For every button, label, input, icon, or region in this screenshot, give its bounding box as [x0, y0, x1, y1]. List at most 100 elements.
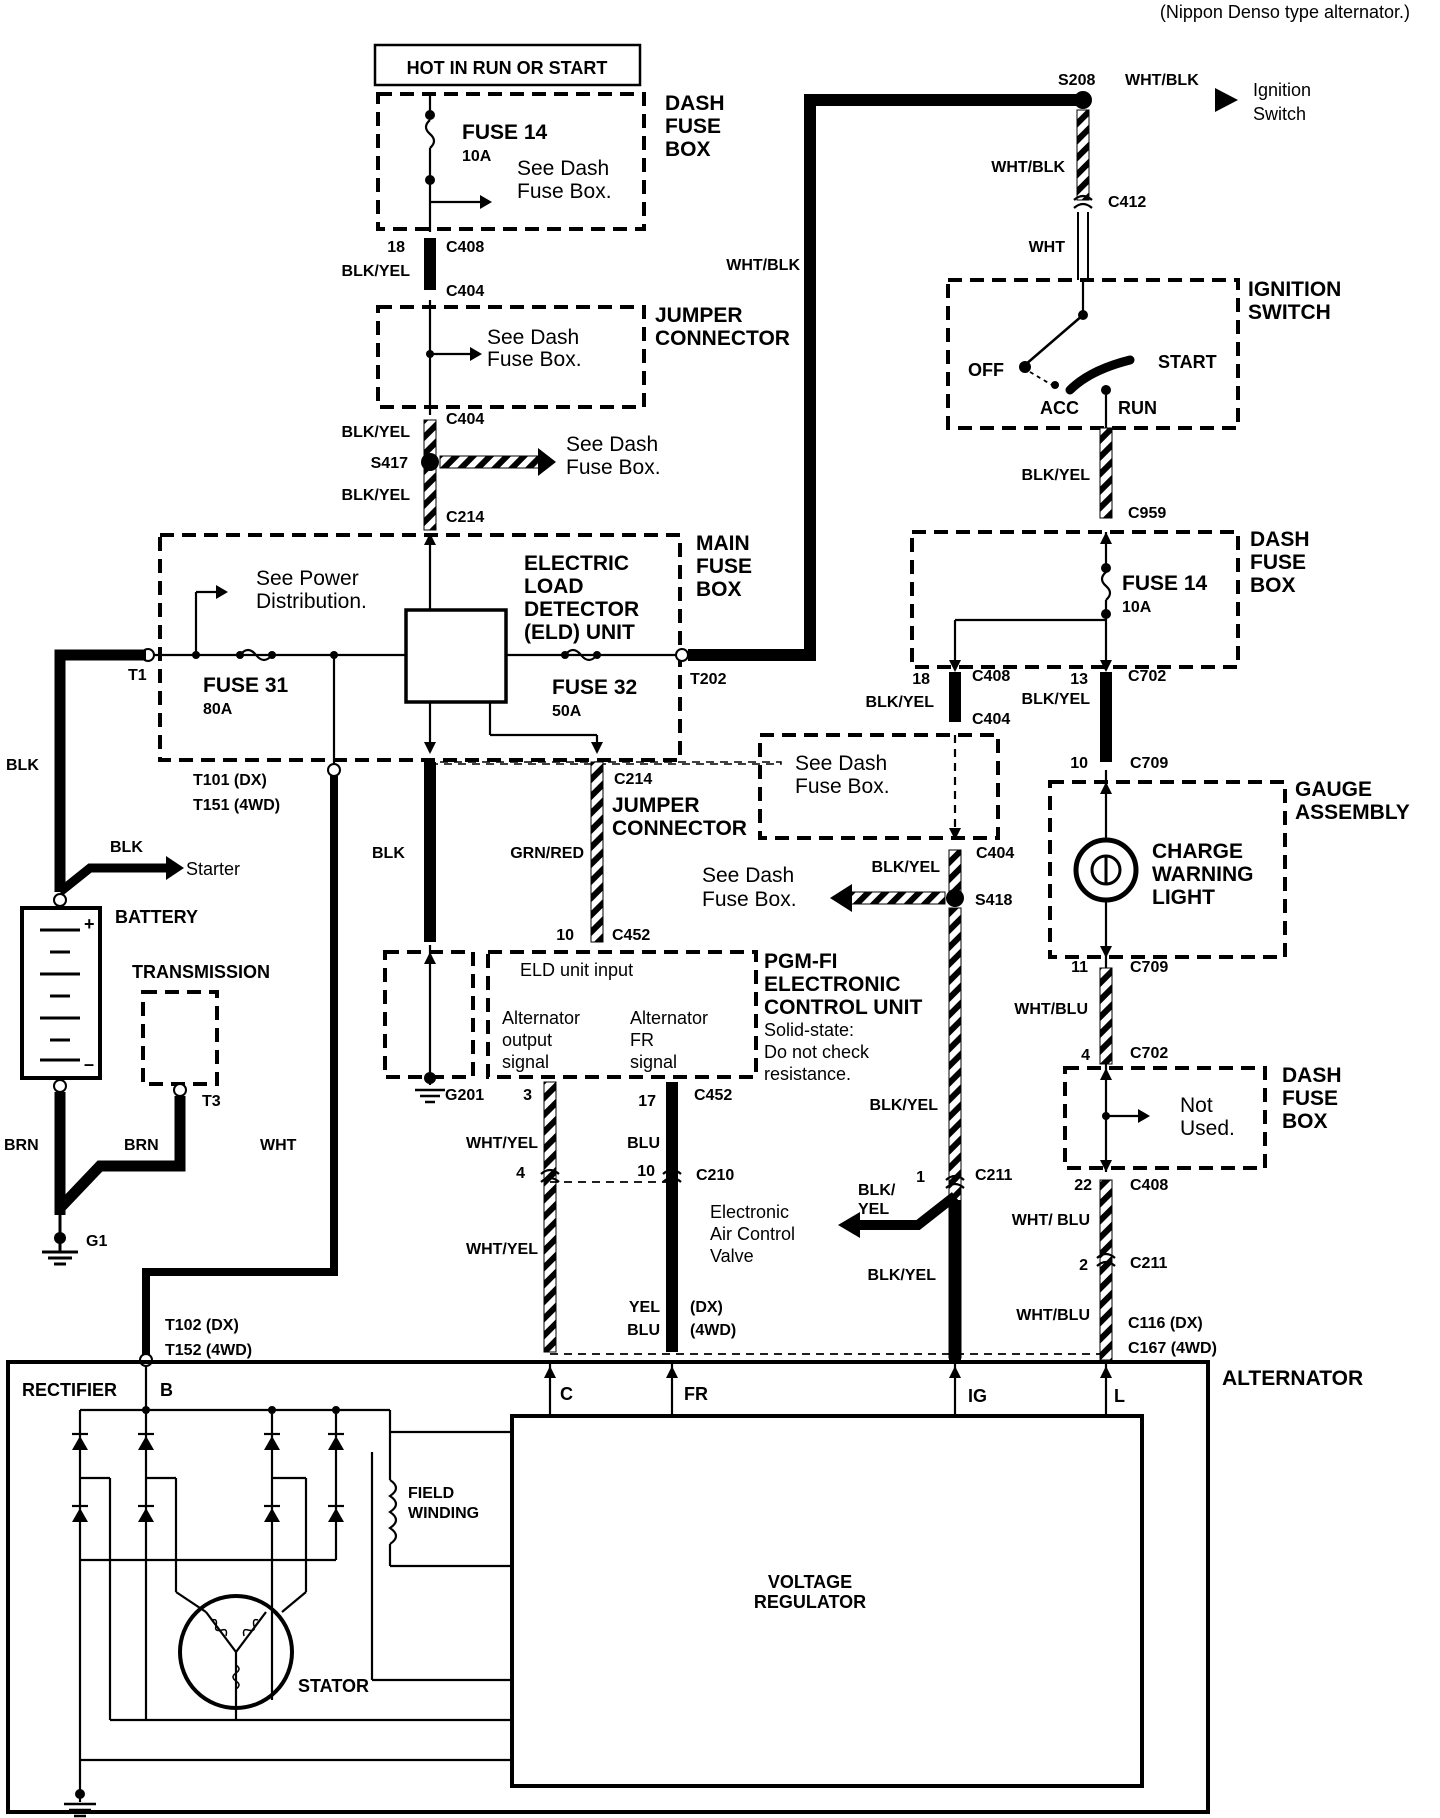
c211b-connector [945, 1174, 965, 1189]
jumper-connector-2-title-2: CONNECTOR [612, 817, 747, 840]
ecu-note-3: resistance. [764, 1064, 851, 1084]
blk-yel-3: BLK/YEL [342, 487, 411, 504]
blk-label-1: BLK [6, 757, 39, 774]
jumper-connector-1-title-1: JUMPER [655, 304, 743, 327]
ignition-switch-title-1: IGNITION [1248, 278, 1341, 301]
dash-fuse-box-1-title-3: BOX [665, 138, 711, 161]
blk-yel-5: BLK/YEL [866, 694, 935, 711]
blu-label-1: BLU [627, 1135, 660, 1152]
ign-acc-label: ACC [1040, 398, 1079, 418]
s417-label: S417 [371, 455, 408, 472]
not-used-2: Used. [1180, 1117, 1235, 1140]
wht-blu-label-3: WHT/BLU [1016, 1307, 1090, 1324]
starter-label: Starter [186, 859, 240, 879]
c408c-label: C408 [1130, 1177, 1168, 1194]
c210-pin4: 4 [516, 1165, 525, 1182]
dash-fuse-box-2-title-1: DASH [1250, 528, 1310, 551]
term-c-label: C [560, 1384, 573, 1404]
wht-yel-label-1: WHT/YEL [466, 1135, 538, 1152]
s418-see-2: Fuse Box. [702, 888, 797, 911]
fuse-31-label: FUSE 31 [203, 674, 289, 697]
splice-s208 [1074, 91, 1092, 109]
dash-fuse-box-3-arrow [949, 828, 961, 840]
t151-label: T151 (4WD) [193, 797, 280, 814]
g201-label: G201 [445, 1087, 484, 1104]
transmission-label: TRANSMISSION [132, 962, 270, 982]
alt-fr-1: Alternator [630, 1008, 708, 1028]
field-winding-label-1: FIELD [408, 1485, 454, 1502]
ign-off-label: OFF [968, 360, 1004, 380]
b-terminal-label: B [160, 1380, 173, 1400]
ground-g201-icon [415, 945, 445, 1104]
svg-text:+: + [84, 914, 95, 934]
wire-blkyel-c408b [949, 672, 961, 722]
c452b-pin3: 3 [523, 1087, 532, 1104]
ecu-title-3: CONTROL UNIT [764, 996, 922, 1019]
c709a-pin: 10 [1070, 755, 1088, 772]
t101-label: T101 (DX) [193, 772, 267, 789]
alt-out-2: output [502, 1030, 552, 1050]
fuse-31-amp: 80A [203, 701, 233, 718]
not-used-1: Not [1180, 1094, 1213, 1117]
c408b-pin: 18 [912, 671, 930, 688]
c408-pin: 18 [387, 239, 405, 256]
blk-yel-split-1: BLK/ [858, 1182, 896, 1199]
wht-blu-label-2: WHT/ BLU [1012, 1212, 1090, 1229]
fuse-14b-amp: 10A [1122, 599, 1152, 616]
blk-yel-7: BLK/YEL [872, 859, 941, 876]
main-fuse-box-title-1: MAIN [696, 532, 750, 555]
c452a-pin: 10 [556, 927, 574, 944]
fuse-32-label: FUSE 32 [552, 676, 637, 699]
term-fr-label: FR [684, 1384, 708, 1404]
dash-fuse-box-4 [1063, 1066, 1267, 1170]
c408c-pin: 22 [1074, 1177, 1092, 1194]
whtblk-label-2: WHT/BLK [1125, 72, 1199, 89]
c210-connector [540, 1168, 682, 1183]
starter-arrow [166, 856, 184, 880]
eld-title-1: ELECTRIC [524, 552, 629, 575]
blk-label-3: BLK [372, 845, 405, 862]
fuse-14-amp: 10A [462, 148, 492, 165]
wht-blu-label-1: WHT/BLU [1014, 1001, 1088, 1018]
stator-label: STATOR [298, 1676, 369, 1696]
c452a-label: C452 [612, 927, 650, 944]
c452b-label: C452 [694, 1087, 732, 1104]
fuse-14b-symbol [949, 532, 1112, 672]
field-winding-label-2: WINDING [408, 1505, 479, 1522]
c709b-label: C709 [1130, 959, 1168, 976]
eld-title-2: LOAD [524, 575, 584, 598]
wire-blkyel-top [424, 238, 436, 290]
c211b-label: C211 [975, 1167, 1012, 1184]
wire-whtyel [543, 1081, 557, 1353]
dash-fuse-box-1-title-1: DASH [665, 92, 725, 115]
ignition-switch-link-2: Switch [1253, 104, 1306, 124]
c211a-label: C211 [1130, 1255, 1167, 1272]
s418-arrow [830, 884, 852, 912]
ign-start-label: START [1158, 352, 1217, 372]
charge-warning-light-icon [1073, 770, 1139, 968]
grn-red-label: GRN/RED [510, 845, 584, 862]
c408-label: C408 [446, 239, 484, 256]
ignition-switch-title-2: SWITCH [1248, 301, 1331, 324]
jumper-connector-1-title-2: CONNECTOR [655, 327, 790, 350]
c709a-label: C709 [1130, 755, 1168, 772]
ignition-switch-arrow [1215, 88, 1238, 112]
brn-label-1: BRN [4, 1137, 39, 1154]
eld-input-label: ELD unit input [520, 960, 633, 980]
dash-fuse-box-3-see-2: Fuse Box. [795, 775, 890, 798]
alternator-terminal-arrows [544, 1362, 1112, 1416]
eacv-label-2: Air Control [710, 1224, 795, 1244]
c702b-pin: 4 [1081, 1047, 1090, 1064]
c211b-pin: 1 [916, 1169, 925, 1186]
hot-in-run-label: HOT IN RUN OR START [407, 58, 608, 78]
alternator-box [6, 1360, 1210, 1814]
rectifier-diodes [72, 1366, 512, 1760]
jumper-connector-1-wiring [426, 300, 482, 415]
s418-see-1: See Dash [702, 864, 794, 887]
s417-arrow [538, 448, 556, 476]
alt-out-3: signal [502, 1052, 549, 1072]
4wd-label: (4WD) [690, 1322, 736, 1339]
alt-out-1: Alternator [502, 1008, 580, 1028]
s417-see-2: Fuse Box. [566, 456, 661, 479]
